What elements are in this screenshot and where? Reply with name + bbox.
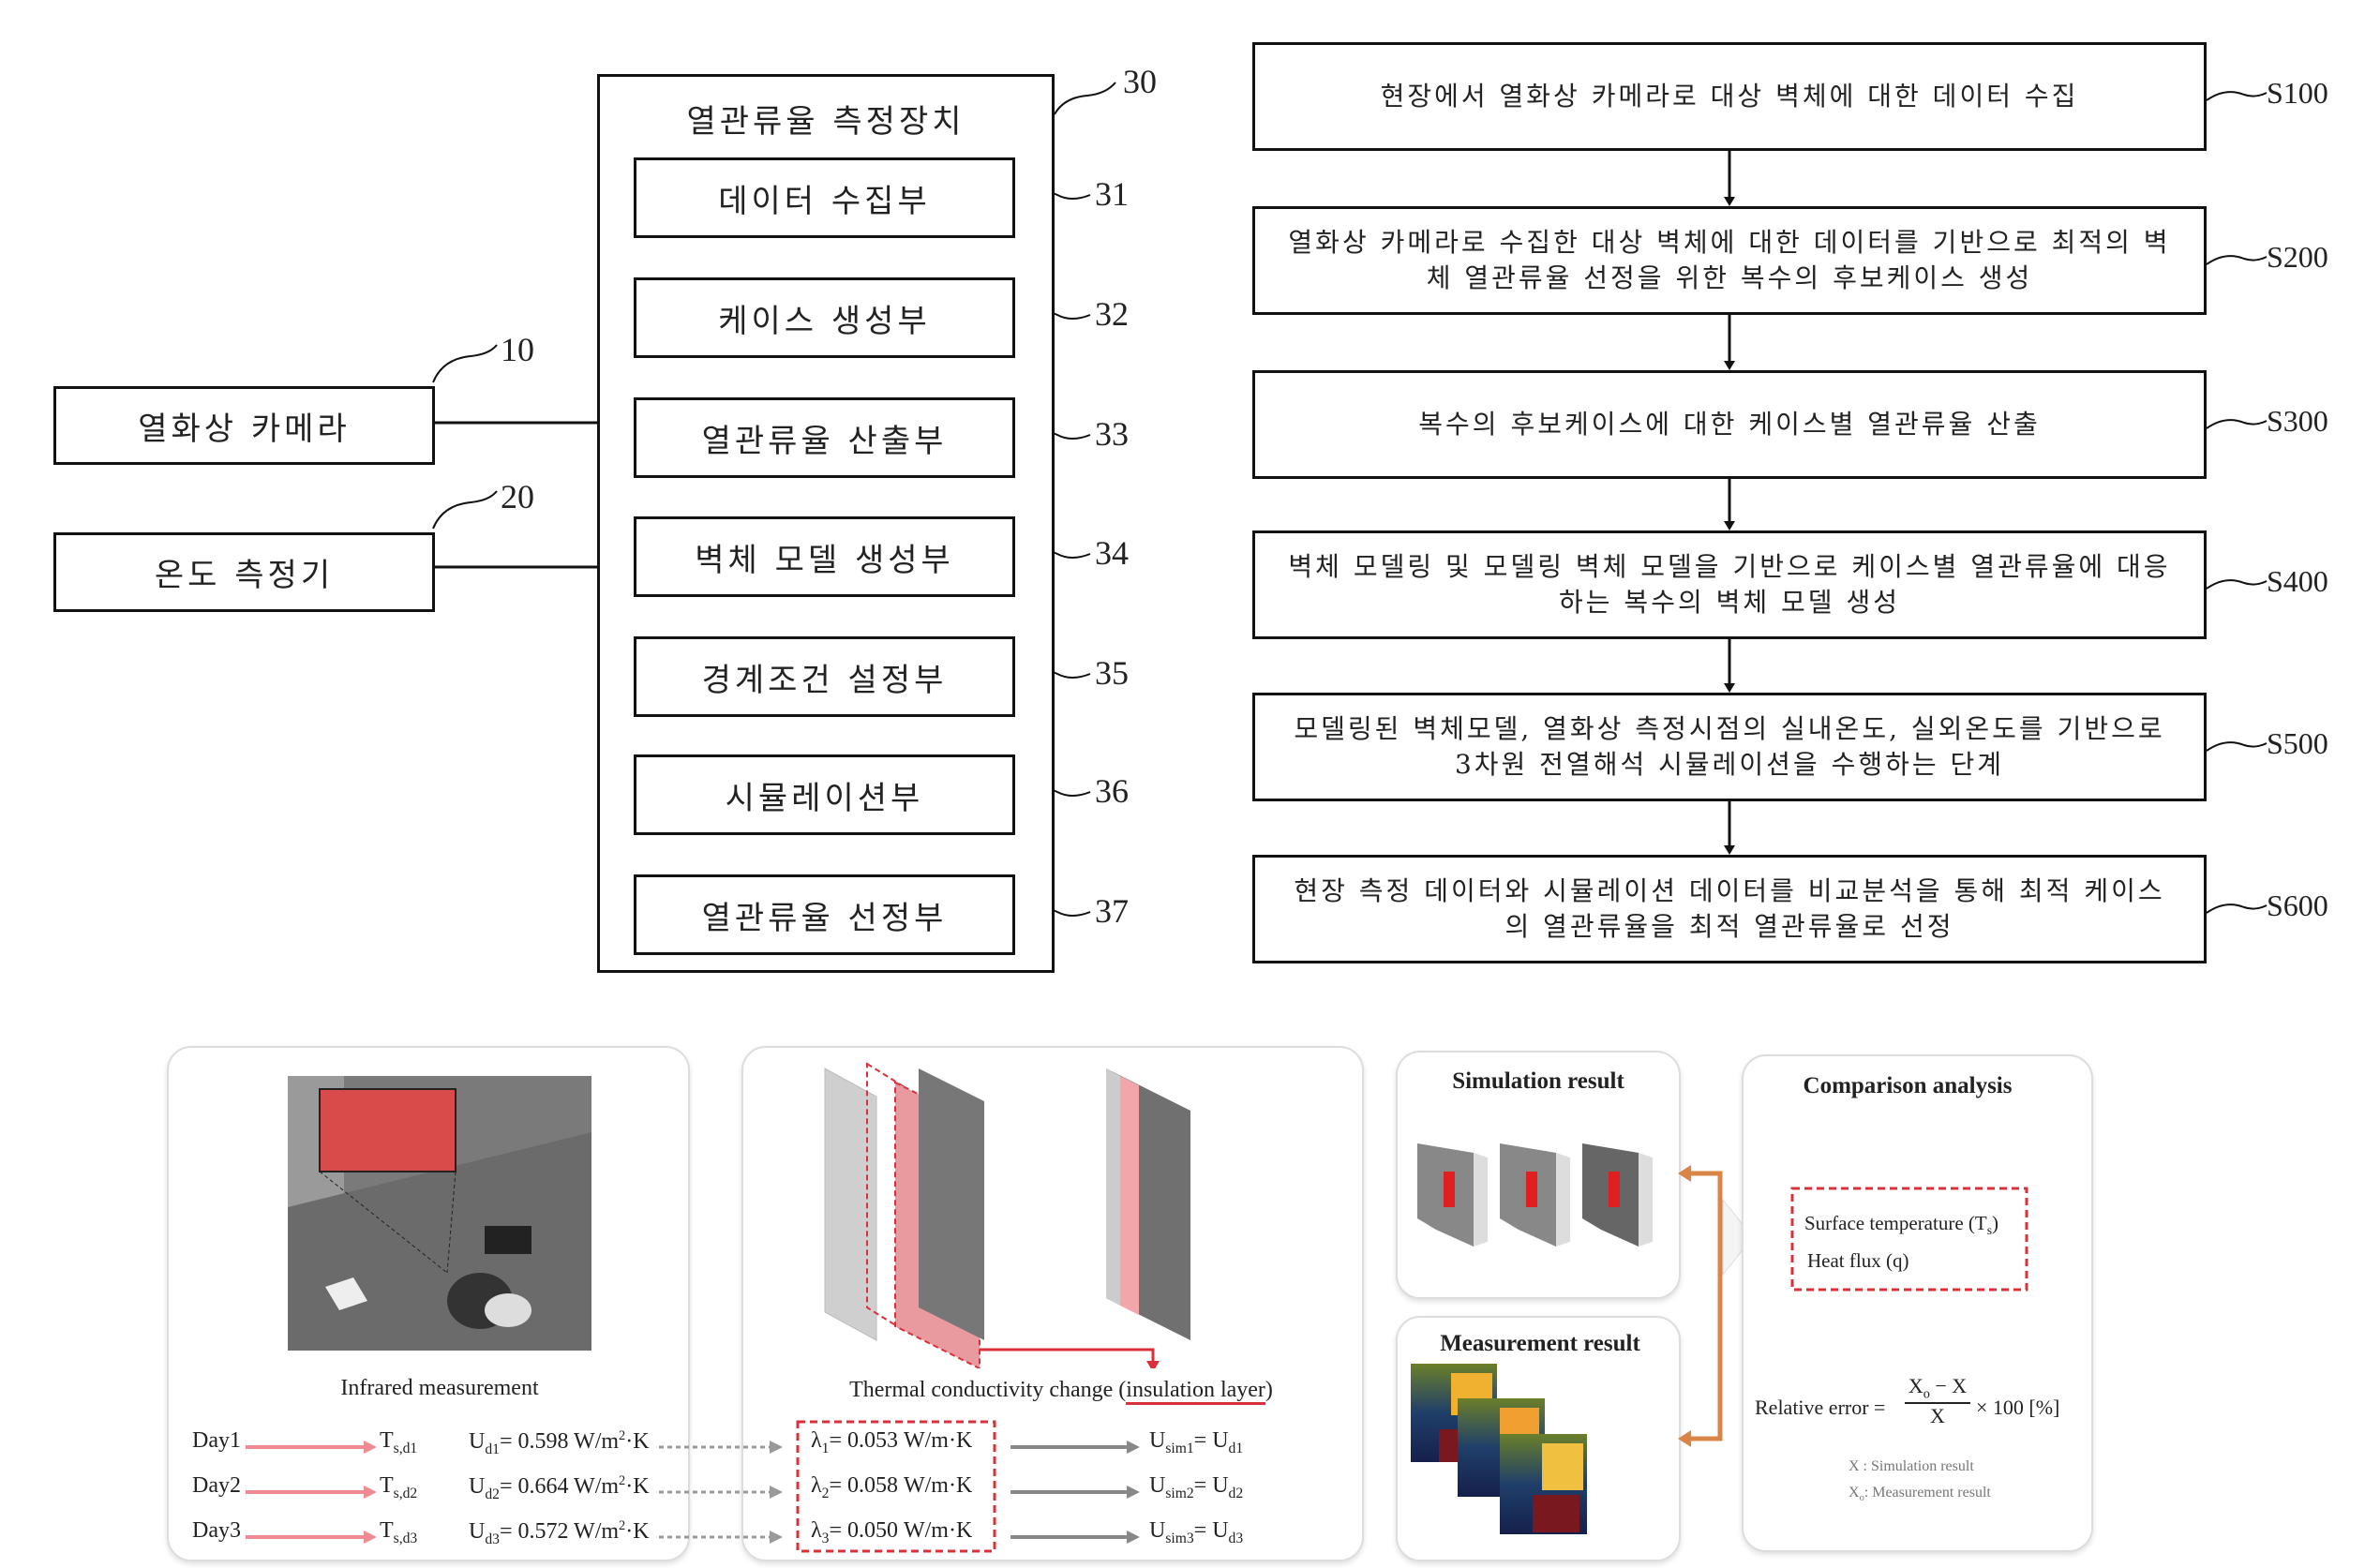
- arrow-head: [1724, 197, 1735, 206]
- surface-temp-symbol: Ts,d1: [380, 1428, 418, 1456]
- pink-arrow: [246, 1441, 377, 1454]
- surface-temp-symbol: Ts,d3: [380, 1518, 418, 1546]
- pink-arrow: [246, 1486, 377, 1499]
- arrow-head: [1724, 845, 1735, 855]
- surface-temp-symbol: Ts,d2: [380, 1473, 418, 1501]
- lambda-value: λ3= 0.050 W/m·K: [811, 1518, 973, 1546]
- dashed-arrow: [659, 1441, 783, 1454]
- step-ref: S500: [2267, 726, 2328, 760]
- leader-line: [2206, 91, 2268, 101]
- grey-arrow: [1010, 1486, 1140, 1499]
- step-ref: S400: [2267, 564, 2328, 598]
- relative-error-fraction: Xo − X X: [1905, 1374, 1970, 1428]
- grey-arrow: [1010, 1441, 1140, 1454]
- unit-box: 케이스 생성부: [634, 277, 1015, 358]
- step-ref: S600: [2267, 889, 2328, 922]
- day-label: Day2: [192, 1473, 241, 1498]
- infrared-photo: [288, 1076, 591, 1351]
- unit-ref: 34: [1095, 534, 1129, 572]
- unit-ref: 32: [1095, 295, 1129, 333]
- unit-box: 데이터 수집부: [634, 157, 1015, 238]
- thermal-images: [1411, 1364, 1587, 1534]
- day-label: Day3: [192, 1518, 241, 1543]
- step-box: 현장 측정 데이터와 시뮬레이션 데이터를 비교분석을 통해 최적 케이스의 열…: [1252, 855, 2207, 963]
- camera-ref: 10: [501, 331, 534, 368]
- arrow-head: [1724, 361, 1735, 370]
- step-box: 열화상 카메라로 수집한 대상 벽체에 대한 데이터를 기반으로 최적의 벽체 …: [1252, 206, 2207, 315]
- arrow-head: [1724, 683, 1735, 693]
- lambda-value: λ1= 0.053 W/m·K: [811, 1428, 973, 1456]
- dashed-arrow: [659, 1486, 783, 1499]
- comparison-panel: [1742, 1054, 2093, 1552]
- unit-ref: 31: [1095, 175, 1129, 213]
- step-box: 벽체 모델링 및 모델링 벽체 모델을 기반으로 케이스별 열관류율에 대응하는…: [1252, 530, 2207, 639]
- step-ref: S100: [2267, 76, 2328, 110]
- wall-layers-illustration: [824, 1062, 1190, 1368]
- unit-ref: 35: [1095, 654, 1129, 692]
- thermometer-ref: 20: [501, 478, 534, 515]
- leader-line: [2206, 419, 2268, 429]
- relative-error-tail: × 100 [%]: [1976, 1396, 2060, 1419]
- thermometer-box: 온도 측정기: [53, 532, 435, 612]
- u-value: Ud3= 0.572 W/m2·K: [469, 1518, 650, 1547]
- comparison-title: Comparison analysis: [1803, 1073, 2013, 1098]
- usim-equation: Usim1= Ud1: [1149, 1428, 1244, 1456]
- arrow-head: [1724, 521, 1735, 530]
- dashed-arrow: [659, 1531, 783, 1544]
- legend-xo: Xo: Measurement result: [1849, 1485, 1991, 1504]
- relative-error-label: Relative error =: [1755, 1396, 1886, 1419]
- step-box: 현장에서 열화상 카메라로 대상 벽체에 대한 데이터 수집: [1252, 42, 2207, 151]
- unit-box: 벽체 모델 생성부: [634, 516, 1015, 597]
- unit-box: 열관류율 산출부: [634, 397, 1015, 478]
- u-value: Ud1= 0.598 W/m2·K: [469, 1428, 650, 1457]
- fraction-numerator: Xo − X: [1905, 1374, 1970, 1405]
- pink-arrow: [246, 1531, 377, 1544]
- leader-line: [2206, 579, 2268, 590]
- surface-temperature-label: Surface temperature (Ts): [1804, 1212, 1999, 1238]
- simulation-title: Simulation result: [1452, 1068, 1624, 1094]
- leader-line: [2206, 903, 2268, 914]
- grey-arrow: [1010, 1531, 1140, 1544]
- orange-bidirectional-arrow: [1678, 1165, 1754, 1447]
- step-box: 모델링된 벽체모델, 열화상 측정시점의 실내온도, 실외온도를 기반으로 3차…: [1252, 693, 2207, 801]
- insulation-layer-text: insulation layer: [1126, 1378, 1265, 1405]
- unit-box: 시뮬레이션부: [634, 754, 1015, 835]
- unit-ref: 33: [1095, 415, 1129, 453]
- infrared-caption: Infrared measurement: [340, 1376, 539, 1400]
- leader-line: [2206, 741, 2268, 752]
- step-box: 복수의 후보케이스에 대한 케이스별 열관류율 산출: [1252, 370, 2207, 479]
- lambda-dashed-box: [796, 1420, 996, 1553]
- metrics-dashed-box: [1790, 1187, 2028, 1292]
- device-ref: 30: [1123, 63, 1157, 100]
- thermal-camera-box: 열화상 카메라: [53, 386, 435, 465]
- usim-equation: Usim3= Ud3: [1149, 1518, 1244, 1546]
- u-value: Ud2= 0.664 W/m2·K: [469, 1473, 650, 1502]
- heat-flux-label: Heat flux (q): [1807, 1249, 1909, 1272]
- leader-line: [2206, 255, 2268, 265]
- measurement-title: Measurement result: [1440, 1331, 1640, 1356]
- unit-box: 열관류율 선정부: [634, 874, 1015, 955]
- unit-ref: 36: [1095, 772, 1129, 810]
- unit-ref: 37: [1095, 892, 1129, 930]
- step-ref: S200: [2267, 240, 2328, 274]
- lambda-value: λ2= 0.058 W/m·K: [811, 1473, 973, 1501]
- day-label: Day1: [192, 1428, 241, 1453]
- unit-box: 경계조건 설정부: [634, 636, 1015, 717]
- usim-equation: Usim2= Ud2: [1149, 1473, 1244, 1501]
- simulation-wall-models: [1417, 1143, 1653, 1247]
- step-ref: S300: [2267, 404, 2328, 438]
- legend-x: X : Simulation result: [1849, 1458, 1974, 1474]
- thermal-caption: Thermal conductivity change (insulation …: [849, 1378, 1273, 1405]
- device-title: 열관류율 측정장치: [686, 103, 965, 141]
- fraction-denominator: X: [1930, 1404, 1945, 1428]
